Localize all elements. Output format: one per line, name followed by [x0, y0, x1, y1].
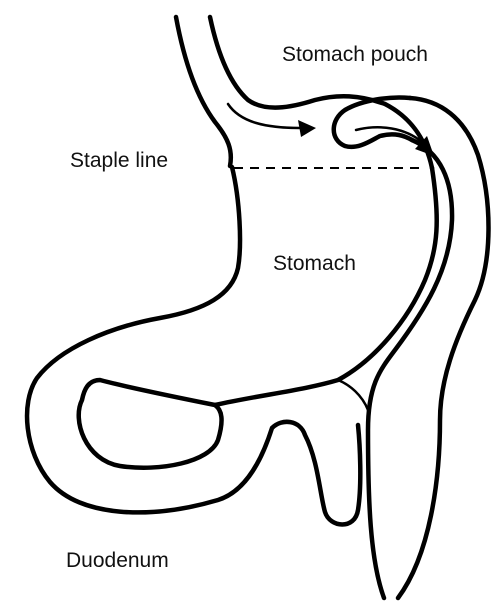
- stomach-lesser-curvature: [215, 168, 437, 405]
- duodenal-loop-inner: [79, 380, 222, 468]
- roux-limb-inner: [368, 140, 452, 598]
- esophagus-left-wall: [176, 17, 231, 166]
- limb-junction: [338, 380, 368, 410]
- stomach-pouch-label: Stomach pouch: [282, 44, 428, 65]
- stomach-outline: [27, 167, 360, 525]
- esophagus-right-wall: [210, 17, 432, 168]
- stomach-pouch-outline: [334, 98, 412, 147]
- stomach-label: Stomach: [273, 253, 356, 274]
- flow-arrow-1-head: [298, 120, 316, 137]
- staple-line-label: Staple line: [70, 150, 168, 171]
- duodenum-label: Duodenum: [66, 550, 169, 571]
